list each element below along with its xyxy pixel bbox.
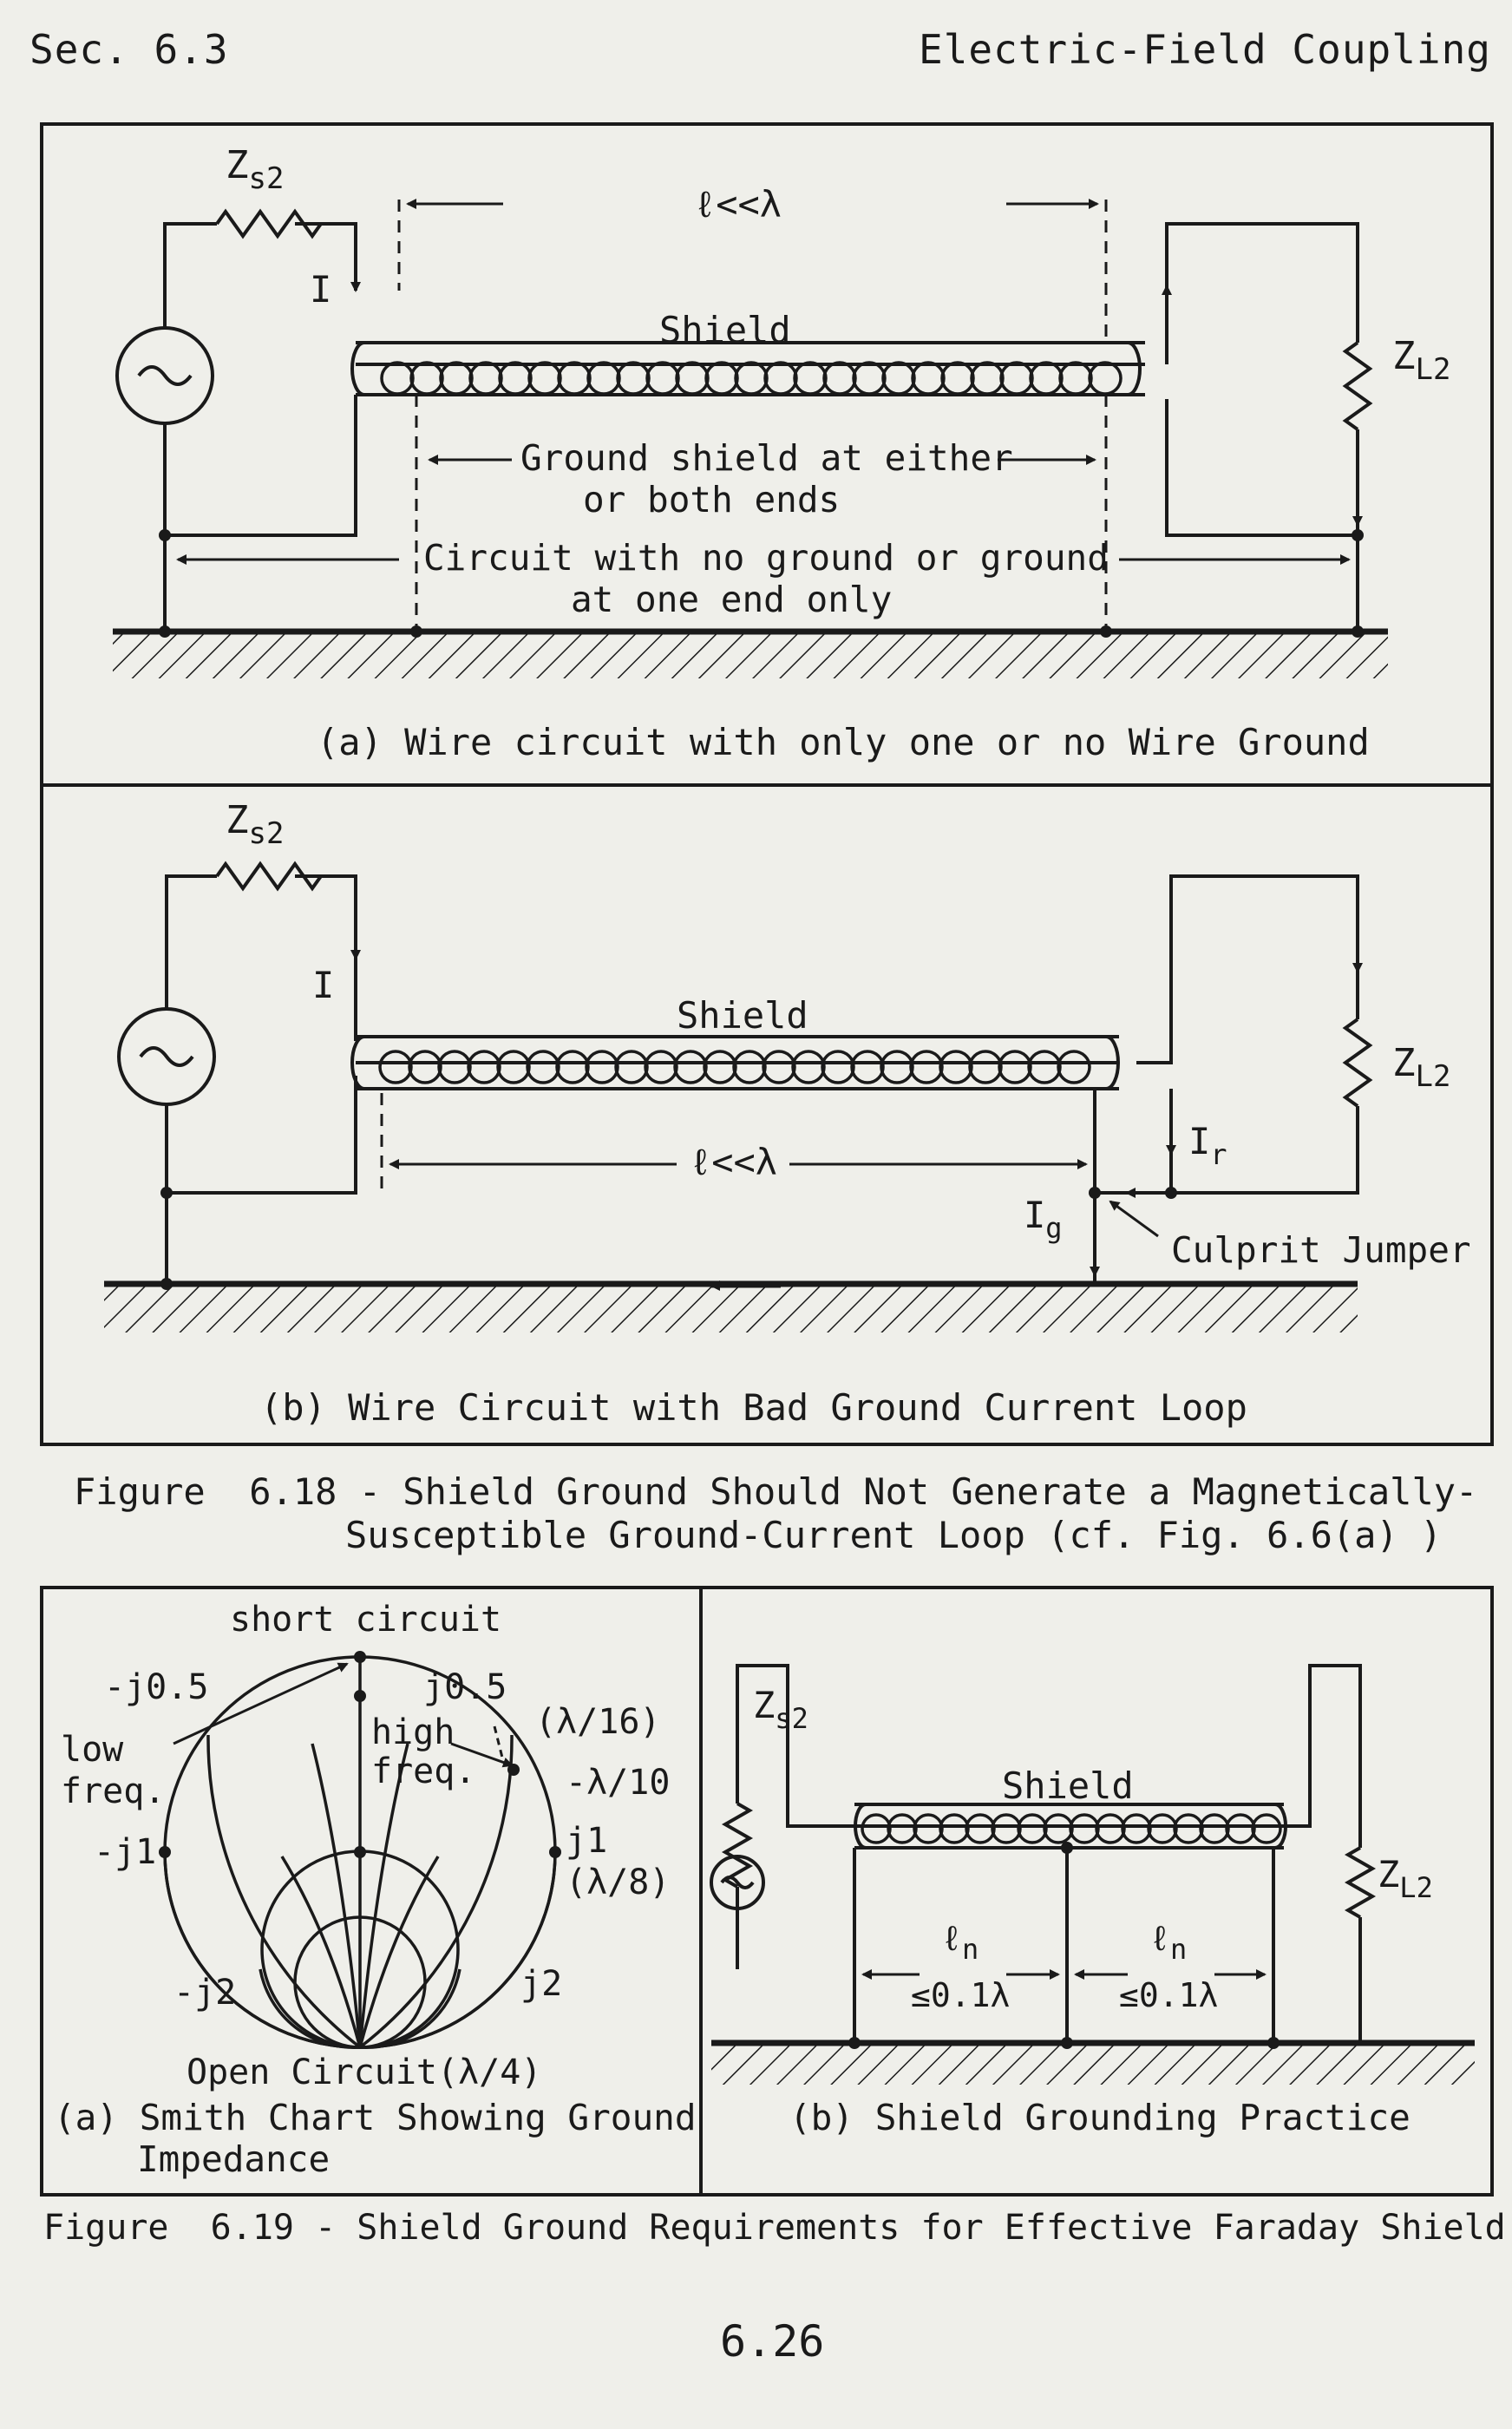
resistor-zl2	[1342, 341, 1373, 431]
high-freq-label: high	[371, 1712, 455, 1752]
culprit-jumper-label: Culprit Jumper	[1171, 1229, 1471, 1271]
section-header: Sec. 6.3	[29, 26, 229, 73]
fig619-caption: Figure 6.19 - Shield Ground Requirements…	[43, 2208, 1506, 2248]
fig619b-caption: (b) Shield Grounding Practice	[789, 2097, 1411, 2138]
zs2-label-619: Zs2	[753, 1684, 808, 1735]
ground-shield-text: Ground shield at either	[520, 437, 1013, 479]
zl2-label-619: ZL2	[1378, 1853, 1433, 1904]
pos-j2-label: j2	[520, 1964, 562, 2004]
lambda8-label: (λ/8)	[566, 1863, 670, 1902]
length-label: ℓ<<λ	[694, 183, 782, 226]
ground-shield-text-2: or both ends	[583, 479, 840, 520]
circuit-ground-text: Circuit with no ground or ground	[423, 537, 1109, 579]
fig619b-ground	[711, 2043, 1475, 2085]
fig619b-coils	[861, 1813, 1282, 1844]
resistor-zs2	[215, 208, 323, 239]
low-freq-label-2: freq.	[61, 1771, 165, 1811]
current-i-label: I	[310, 268, 331, 311]
short-circuit-label: short circuit	[230, 1600, 501, 1640]
grounding-practice-diagram	[710, 1664, 1377, 2043]
zs2-label: Zs2	[226, 143, 284, 196]
neg-j2-label: -j2	[173, 1973, 236, 2013]
circuit-ground-text-2: at one end only	[571, 579, 892, 620]
fig618b-coils	[378, 1050, 1091, 1084]
shield-label-b: Shield	[677, 994, 808, 1037]
fig618a-ground	[113, 632, 1388, 678]
fig618a-caption: (a) Wire circuit with only one or no Wir…	[317, 721, 1370, 763]
ln-label-left: ℓn	[941, 1919, 979, 1966]
fig618b-ground	[104, 1284, 1358, 1332]
fig619-frame	[40, 1586, 1494, 2197]
zl2-label-b: ZL2	[1392, 1041, 1450, 1094]
lte-label-right: ≤0.1λ	[1119, 1976, 1218, 2014]
lte-label-left: ≤0.1λ	[911, 1976, 1010, 2014]
fig618b-caption: (b) Wire Circuit with Bad Ground Current…	[260, 1386, 1247, 1429]
lambda16-label: (λ/16)	[535, 1702, 661, 1742]
open-circuit-label: Open Circuit(λ/4)	[187, 2053, 541, 2092]
fig618-caption-line1: Figure 6.18 - Shield Ground Should Not G…	[74, 1470, 1478, 1513]
zs2-label-b: Zs2	[226, 798, 284, 851]
lambda10-label: -λ/10	[566, 1763, 670, 1803]
neg-j05-label: -j0.5	[104, 1667, 208, 1707]
shield-label: Shield	[659, 309, 791, 351]
length-label-b: ℓ<<λ	[690, 1141, 777, 1183]
fig618-caption-line2: Susceptible Ground-Current Loop (cf. Fig…	[345, 1514, 1443, 1556]
fig618a-coils	[380, 361, 1123, 396]
fig619a-caption-2: Impedance	[137, 2138, 330, 2180]
smith-chart	[163, 1655, 557, 2049]
chapter-header: Electric-Field Coupling	[919, 26, 1491, 73]
low-freq-label: low	[61, 1730, 124, 1770]
shield-label-619: Shield	[1002, 1764, 1134, 1807]
current-i-label-b: I	[312, 964, 334, 1006]
neg-j1-label: -j1	[94, 1832, 156, 1872]
zl2-label: ZL2	[1392, 334, 1450, 387]
ir-label: Ir	[1188, 1120, 1227, 1171]
high-freq-label-2: freq.	[371, 1751, 475, 1791]
ig-label: Ig	[1024, 1194, 1063, 1245]
page-number: 6.26	[720, 2316, 825, 2367]
ln-label-right: ℓn	[1149, 1919, 1187, 1966]
pos-j1-label: j1	[566, 1821, 607, 1861]
fig618b-diagram	[117, 861, 1373, 1284]
pos-j05-label: j0.5	[423, 1667, 507, 1707]
fig619a-caption: (a) Smith Chart Showing Ground	[54, 2097, 697, 2138]
